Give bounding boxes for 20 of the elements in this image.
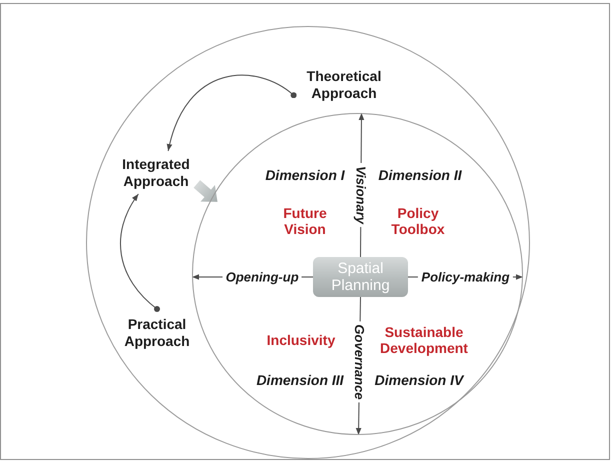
edge-label: Visionary xyxy=(353,163,368,228)
edge-label: Opening-up xyxy=(222,270,302,284)
edge-label: Policy-making xyxy=(418,270,513,284)
curved-arrow xyxy=(167,74,297,152)
approach-label: Integrated Approach xyxy=(122,156,190,190)
quadrant-title: Future Vision xyxy=(283,205,327,237)
edge-label: Governance xyxy=(352,321,368,402)
quadrant-title: Inclusivity xyxy=(266,332,336,348)
quadrant-title: Sustainable Development xyxy=(380,324,468,356)
dimension-label: Dimension I xyxy=(265,167,345,183)
approach-label: Theoretical Approach xyxy=(306,68,382,102)
block-arrow xyxy=(194,180,218,202)
dimension-label: Dimension IV xyxy=(374,372,464,388)
approach-label: Practical Approach xyxy=(124,316,190,350)
hub-box: Spatial Planning xyxy=(313,257,408,297)
dimension-label: Dimension III xyxy=(256,372,344,388)
curved-arrow xyxy=(120,194,160,312)
quadrant-title: Policy Toolbox xyxy=(391,205,445,237)
outer-circle xyxy=(86,26,530,459)
dimension-label: Dimension II xyxy=(378,167,462,183)
